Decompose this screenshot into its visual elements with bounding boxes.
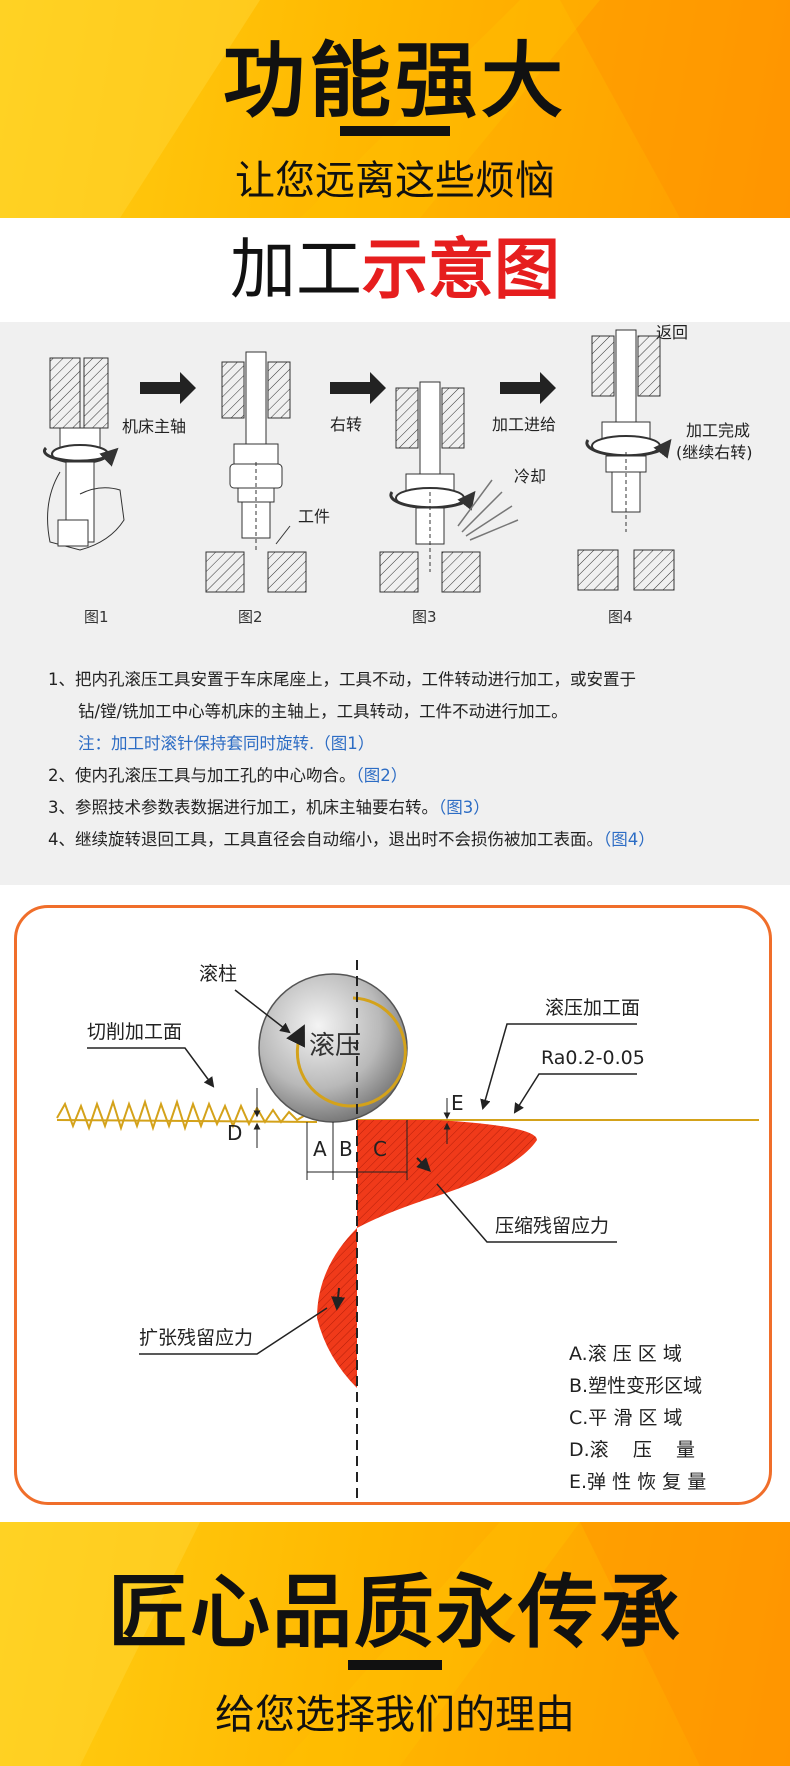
- cut-surface-zigzag: [56, 1098, 318, 1132]
- label-compress-stress: 压缩残留应力: [495, 1215, 609, 1237]
- banner-title: 匠心品质永传承: [108, 1566, 682, 1659]
- label-D: D: [227, 1121, 242, 1145]
- banner-divider: [348, 1660, 442, 1670]
- label-E: E: [451, 1091, 464, 1115]
- figure-label-3: 图3: [412, 608, 437, 626]
- label-roller: 滚柱: [199, 963, 237, 985]
- arrow-2: [330, 372, 386, 404]
- arrow-3: [500, 372, 556, 404]
- step-1-note: 注：加工时滚针保持套同时旋转.（图1）: [78, 734, 375, 753]
- banner-title: 功能强大: [222, 34, 567, 129]
- step-4: 4、继续旋转退回工具，工具直径会自动缩小，退出时不会损伤被加工表面。（图4）: [48, 824, 778, 856]
- step-4-ref: （图4）: [603, 830, 655, 849]
- label-ra: Ra0.2-0.05: [541, 1047, 645, 1069]
- step-2-ref: （图2）: [355, 766, 408, 785]
- label-cooling: 冷却: [514, 467, 546, 486]
- label-expand-stress: 扩张残留应力: [139, 1327, 253, 1349]
- step-1b: 钻/镗/铣加工中心等机床的主轴上，工具转动，工件不动进行加工。: [78, 702, 568, 721]
- banner-divider: [340, 126, 450, 136]
- banner-subtitle: 给您选择我们的理由: [215, 1692, 575, 1738]
- legend-item-c: C.平 滑 区 域: [569, 1407, 683, 1429]
- label-return: 返回: [656, 323, 688, 342]
- process-illustration: 机床主轴 工件 右转: [42, 323, 753, 626]
- step-3-text: 3、参照技术参数表数据进行加工，机床主轴要右转。: [48, 798, 438, 817]
- step-3: 3、参照技术参数表数据进行加工，机床主轴要右转。（图3）: [48, 792, 778, 824]
- label-feed: 加工进给: [492, 415, 556, 434]
- figure-label-2: 图2: [238, 608, 263, 626]
- compression-stress-region: [357, 1120, 537, 1228]
- label-complete-line2: (继续右转): [676, 443, 753, 462]
- legend-item-b: B.塑性变形区域: [569, 1375, 703, 1397]
- legend-item-d: D.滚 压 量: [569, 1439, 695, 1461]
- label-spindle: 机床主轴: [122, 417, 186, 436]
- legend-item-e: E.弹 性 恢 复 量: [569, 1471, 707, 1493]
- figure-3: [379, 381, 519, 593]
- step-4-text: 4、继续旋转退回工具，工具直径会自动缩小，退出时不会损伤被加工表面。: [48, 830, 603, 849]
- figure-4: [577, 329, 675, 591]
- label-rolled-surface: 滚压加工面: [545, 997, 640, 1019]
- step-3-ref: （图3）: [438, 798, 490, 817]
- process-steps: 1、把内孔滚压工具安置于车床尾座上，工具不动，工件转动进行加工，或安置于 钻/镗…: [48, 664, 778, 856]
- process-diagram-panel: 机床主轴 工件 右转: [0, 322, 790, 885]
- banner-facets: [0, 1522, 790, 1766]
- section-title: 加工示意图: [0, 222, 790, 318]
- legend-item-a: A.滚 压 区 域: [569, 1343, 682, 1365]
- label-workpiece: 工件: [298, 507, 330, 526]
- figure-1: [42, 357, 125, 551]
- figure-2: [205, 351, 307, 593]
- label-right-turn: 右转: [330, 415, 362, 434]
- figure-label-4: 图4: [608, 608, 633, 626]
- label-B: B: [339, 1137, 353, 1161]
- top-banner: 功能强大 让您远离这些烦恼: [0, 0, 790, 218]
- step-2: 2、使内孔滚压工具与加工孔的中心吻合。（图2）: [48, 760, 778, 792]
- step-2-text: 2、使内孔滚压工具与加工孔的中心吻合。: [48, 766, 356, 785]
- label-A: A: [313, 1137, 327, 1161]
- arrow-1: [140, 372, 196, 404]
- rolling-mechanism-diagram: 滚压 A B C D E 滚柱 切削加工面 滚压加工面 Ra0.2-0.05 压…: [56, 960, 759, 1502]
- bottom-banner: 匠心品质永传承 给您选择我们的理由: [0, 1522, 790, 1766]
- banner-facets: [0, 0, 790, 218]
- label-cut-surface: 切削加工面: [87, 1021, 182, 1043]
- rolling-mechanism-panel: 滚压 A B C D E 滚柱 切削加工面 滚压加工面 Ra0.2-0.05 压…: [14, 905, 772, 1505]
- section-title-part1: 加工: [230, 231, 362, 308]
- label-C: C: [373, 1137, 387, 1161]
- banner-subtitle: 让您远离这些烦恼: [235, 158, 555, 204]
- roller-inner-label: 滚压: [309, 1031, 361, 1061]
- figure-label-1: 图1: [84, 608, 109, 626]
- section-title-part2: 示意图: [362, 231, 560, 308]
- step-1a: 1、把内孔滚压工具安置于车床尾座上，工具不动，工件转动进行加工，或安置于: [48, 670, 636, 689]
- mechanism-legend: A.滚 压 区 域 B.塑性变形区域 C.平 滑 区 域 D.滚 压 量 E.弹…: [569, 1338, 706, 1498]
- label-complete-line1: 加工完成: [686, 421, 750, 440]
